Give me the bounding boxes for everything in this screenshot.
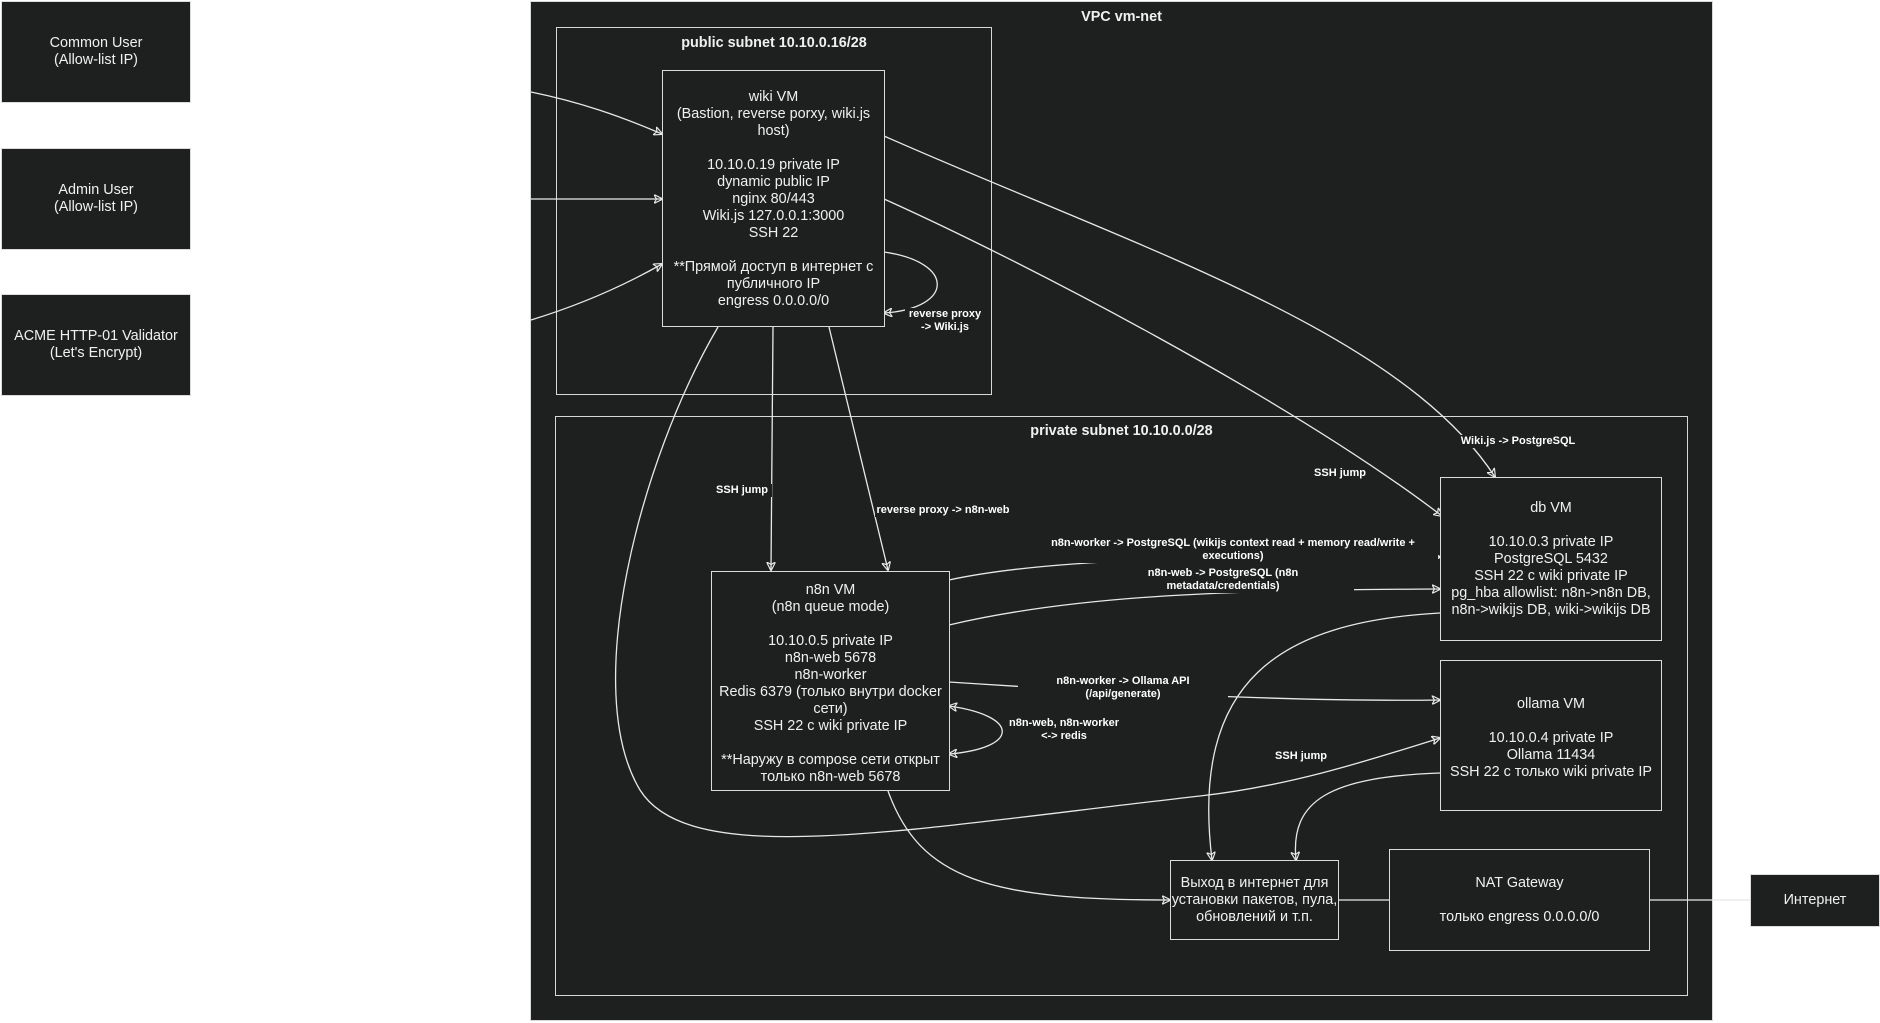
label-wiki-self: reverse proxy -> Wiki.js [905, 308, 985, 334]
label-worker-pg: n8n-worker -> PostgreSQL (wikijs context… [1028, 537, 1438, 563]
edge-ollama-egress [1295, 772, 1441, 860]
edge-common-user-wiki [530, 91, 662, 134]
common-user-node[interactable]: Common User (Allow-list IP) [1, 1, 191, 103]
label-n8n-redis: n8n-web, n8n-worker <-> redis [1005, 717, 1123, 743]
admin-user-node[interactable]: Admin User (Allow-list IP) [1, 148, 191, 250]
edge-wiki-self [884, 251, 938, 313]
label-wiki-pg: Wiki.js -> PostgreSQL [1460, 435, 1576, 448]
label-ssh-jump-db: SSH jump [1310, 467, 1370, 480]
internet-node[interactable]: Интернет [1750, 874, 1880, 927]
wiki-vm-node[interactable]: wiki VM (Bastion, reverse porxy, wiki.js… [662, 70, 885, 327]
edge-wiki-n8n-rp [828, 326, 888, 570]
edge-web-db [948, 589, 1440, 626]
label-worker-ollama: n8n-worker -> Ollama API (/api/generate) [1018, 675, 1228, 701]
edge-wiki-ollama-ssh [615, 326, 1440, 838]
egress-node[interactable]: Выход в интернет для установки пакетов, … [1170, 860, 1339, 940]
ollama-vm-node[interactable]: ollama VM 10.10.0.4 private IP Ollama 11… [1440, 660, 1662, 811]
edge-n8n-redis [949, 706, 1003, 754]
edge-acme-wiki [530, 264, 662, 321]
n8n-vm-node[interactable]: n8n VM (n8n queue mode) 10.10.0.5 privat… [711, 571, 950, 791]
edge-db-egress [1209, 612, 1441, 860]
edge-n8n-egress [887, 790, 1170, 900]
edge-wiki-n8n-ssh [771, 326, 773, 570]
label-ssh-jump-ollama: SSH jump [1271, 750, 1331, 763]
edge-wiki-db-ssh [883, 198, 1442, 516]
nat-gateway-node[interactable]: NAT Gateway только engress 0.0.0.0/0 [1389, 849, 1650, 951]
label-rp-n8n: reverse proxy -> n8n-web [875, 504, 1011, 517]
label-web-pg: n8n-web -> PostgreSQL (n8n metadata/cred… [1092, 567, 1354, 593]
acme-validator-node[interactable]: ACME HTTP-01 Validator (Let's Encrypt) [1, 294, 191, 396]
public-subnet-title: public subnet 10.10.0.16/28 [681, 35, 867, 51]
private-subnet-title: private subnet 10.10.0.0/28 [1030, 423, 1213, 439]
edge-wiki-db-pg [883, 135, 1495, 477]
vpc-title: VPC vm-net [1081, 9, 1162, 25]
db-vm-node[interactable]: db VM 10.10.0.3 private IP PostgreSQL 54… [1440, 477, 1662, 641]
label-ssh-jump-n8n: SSH jump [712, 484, 772, 497]
